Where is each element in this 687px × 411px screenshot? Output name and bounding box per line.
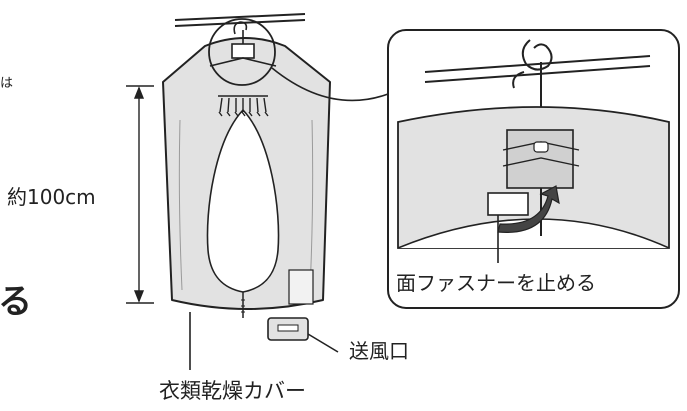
height-label: 約100cm [7, 185, 96, 209]
hanging-pole [174, 13, 306, 27]
hanger-hook [209, 21, 277, 67]
velcro-label: 面ファスナーを止める [396, 271, 596, 295]
detail-callout [387, 29, 680, 309]
cover-body [162, 37, 331, 318]
clothes-pegs [218, 95, 269, 117]
outlet-leader [307, 333, 339, 353]
cover-label: 衣類乾燥カバー [159, 379, 306, 403]
height-dimension [126, 85, 154, 304]
detail-circle [208, 18, 276, 86]
edge-text-fragment-large: る [0, 282, 32, 322]
air-outlet [267, 317, 309, 341]
callout-connector [271, 67, 389, 102]
edge-text-fragment: は [0, 76, 14, 91]
outlet-label: 送風口 [349, 339, 409, 363]
